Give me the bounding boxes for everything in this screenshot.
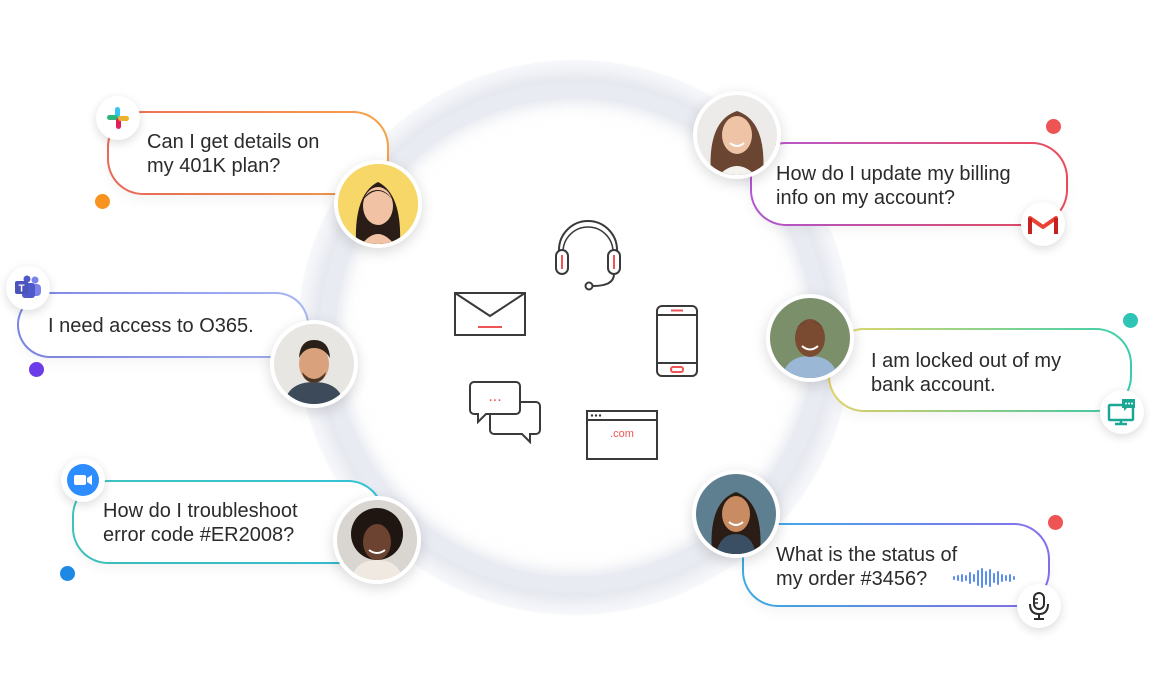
zoom-icon: [61, 458, 105, 502]
web-domain-label: .com: [610, 428, 634, 440]
chat-monitor-icon: [1100, 390, 1144, 434]
avatar: [334, 160, 422, 248]
accent-dot: [1048, 515, 1063, 530]
avatar: [270, 320, 358, 408]
slack-icon: [96, 96, 140, 140]
chat-dots: ...: [488, 388, 501, 405]
avatar: [766, 294, 854, 382]
accent-dot: [1046, 119, 1061, 134]
message-bubble-voice: [742, 523, 1050, 607]
accent-dot: [60, 566, 75, 581]
accent-dot: [29, 362, 44, 377]
message-bubble-live-chat: [828, 328, 1132, 412]
gmail-icon: [1021, 202, 1065, 246]
accent-dot: [95, 194, 110, 209]
audio-waveform-icon: [953, 568, 1015, 588]
message-bubble-zoom: [72, 480, 384, 564]
avatar: [692, 470, 780, 558]
message-text: I need access to O365.: [48, 315, 254, 337]
message-bubble-slack: [107, 111, 389, 195]
message-bubble-teams: [17, 292, 309, 358]
message-bubble-gmail: [750, 142, 1068, 226]
microphone-icon: [1017, 584, 1061, 628]
message-text: I am locked out of my bank account.: [871, 350, 1062, 396]
email-icon: [454, 292, 526, 336]
message-text: How do I troubleshoot error code #ER2008…: [103, 500, 298, 546]
message-text: Can I get details on my 401K plan?: [147, 131, 320, 177]
avatar: [693, 91, 781, 179]
mobile-phone-icon: [656, 305, 698, 377]
avatar: [333, 496, 421, 584]
web-browser-icon: .com: [586, 410, 658, 460]
message-text: How do I update my billing info on my ac…: [776, 163, 1011, 209]
teams-icon: T: [6, 266, 50, 310]
svg-text:T: T: [18, 284, 24, 295]
chat-bubbles-icon: ...: [469, 381, 541, 444]
accent-dot: [1123, 313, 1138, 328]
headset-icon: [555, 220, 621, 291]
message-text: What is the status of my order #3456?: [776, 544, 958, 590]
